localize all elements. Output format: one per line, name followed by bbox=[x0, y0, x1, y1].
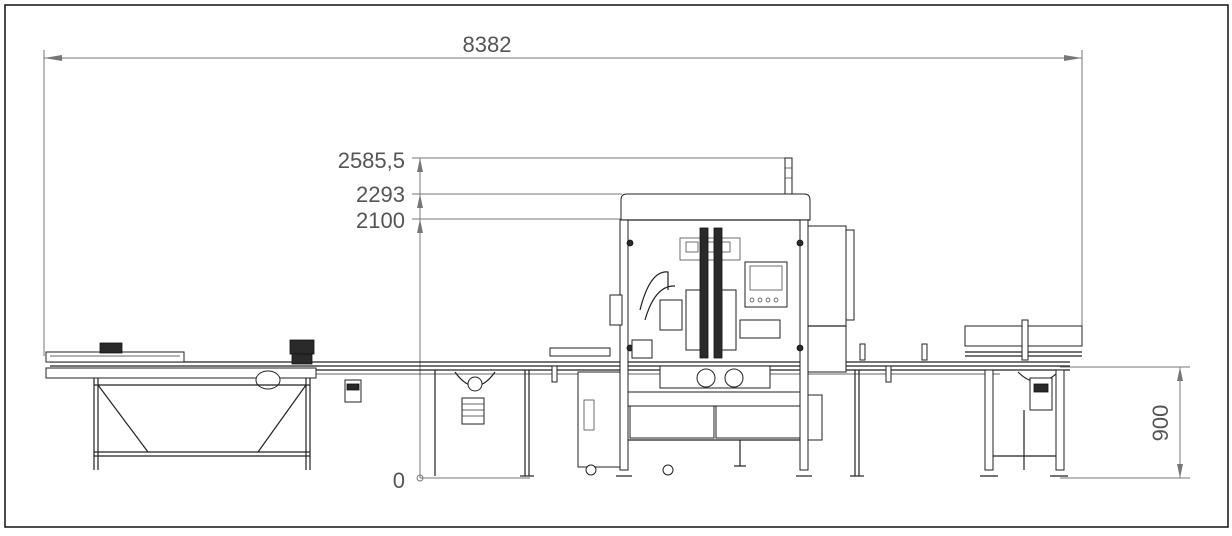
sheet-border bbox=[4, 4, 1229, 528]
overall-length-dimension: 8382 bbox=[43, 32, 1083, 356]
height-label-middle: 2293 bbox=[356, 182, 405, 207]
feed-unit bbox=[549, 347, 674, 476]
zero-label: 0 bbox=[393, 468, 405, 493]
overall-length-label: 8382 bbox=[463, 32, 512, 57]
conveyor-height-label: 900 bbox=[1148, 405, 1173, 442]
guide-posts bbox=[551, 343, 928, 383]
height-label-top: 2585,5 bbox=[338, 148, 405, 173]
height-label-lower: 2100 bbox=[356, 208, 405, 233]
accumulation-table bbox=[964, 319, 1083, 477]
drive-motor-left bbox=[344, 379, 362, 403]
conveyor-height-dimension: 900 bbox=[1060, 366, 1190, 479]
drive-motor-middle bbox=[454, 371, 496, 425]
infeed-turntable bbox=[45, 339, 317, 470]
main-machine bbox=[609, 157, 855, 477]
height-dimensions: 2585,5 2293 2100 0 bbox=[338, 148, 790, 493]
conveyor-supports bbox=[434, 370, 864, 477]
